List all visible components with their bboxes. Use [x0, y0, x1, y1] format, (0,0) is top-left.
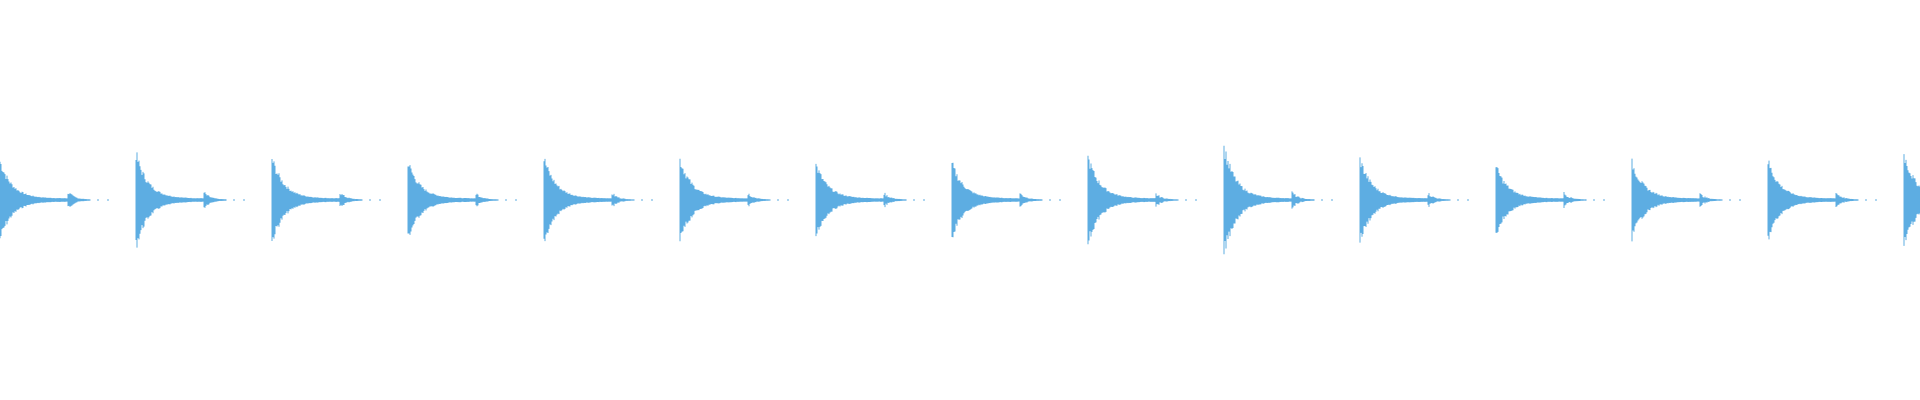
waveform-hit	[1359, 157, 1469, 243]
waveform-hit	[1087, 155, 1197, 245]
waveform-hit	[951, 162, 1061, 238]
waveform-hit	[1631, 158, 1741, 242]
waveform-hit	[1767, 160, 1877, 240]
waveform-hit	[679, 158, 789, 242]
waveform-hit	[271, 159, 381, 241]
waveform-hit	[1223, 145, 1333, 255]
waveform-hit	[135, 152, 245, 248]
waveform-hit	[1495, 167, 1605, 233]
waveform-hit	[543, 158, 653, 242]
waveform-hit	[407, 165, 517, 235]
waveform-hit	[815, 163, 925, 237]
waveform-hit	[1903, 154, 1920, 246]
waveform-hit	[0, 161, 109, 239]
